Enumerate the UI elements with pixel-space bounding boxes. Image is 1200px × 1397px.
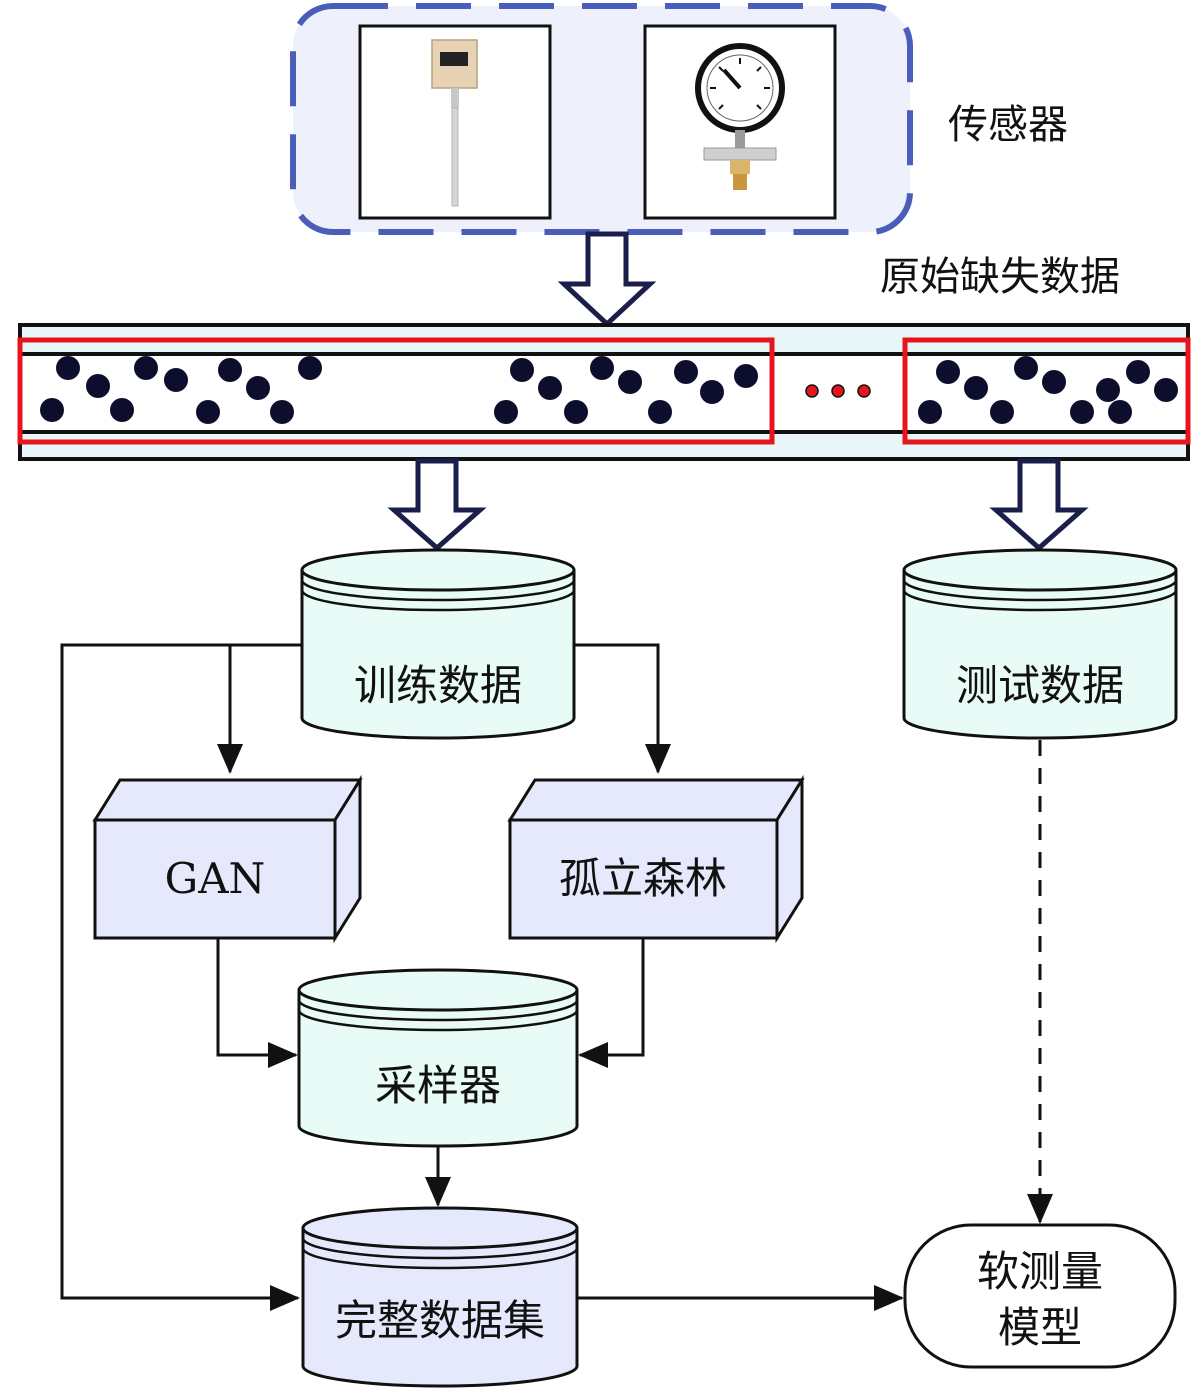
sensor-group: 传感器: [290, 3, 1068, 235]
data-point: [298, 356, 322, 380]
arrow-data-to-test: [989, 458, 1089, 552]
cylinder-ring: [902, 589, 1178, 612]
data-point: [56, 356, 80, 380]
isolation-forest-label: 孤立森林: [559, 854, 727, 903]
data-point: [1070, 400, 1094, 424]
cylinder-body: [301, 1228, 579, 1388]
train-data-cylinder: [300, 548, 576, 740]
arrow-data-to-train: [387, 458, 487, 552]
missing-data-points: [40, 356, 1178, 424]
data-point: [1096, 378, 1120, 402]
data-point: [618, 370, 642, 394]
data-point: [40, 398, 64, 422]
data-point: [1126, 360, 1150, 384]
cylinder-ring: [301, 1237, 579, 1260]
sensor-label: 传感器: [948, 102, 1068, 148]
cylinder-body: [300, 570, 576, 740]
data-point: [86, 374, 110, 398]
data-point: [734, 364, 758, 388]
soft-sensor-model-node: [903, 1223, 1177, 1369]
test-data-cylinder: [902, 548, 1178, 740]
data-point: [270, 400, 294, 424]
raw-data-strip: [17, 323, 1191, 461]
data-point: [1154, 378, 1178, 402]
complete-dataset-cylinder: [301, 1206, 579, 1388]
data-point: [538, 376, 562, 400]
data-point: [1014, 356, 1038, 380]
data-point: [590, 356, 614, 380]
data-point: [674, 360, 698, 384]
sampler-cylinder: [297, 968, 579, 1148]
arrow-sensor-to-data: [557, 231, 657, 328]
cylinder-ring: [297, 999, 579, 1022]
data-point: [218, 358, 242, 382]
data-point: [196, 400, 220, 424]
isolation-forest-box: [507, 774, 805, 944]
data-point: [918, 400, 942, 424]
cylinder-top: [297, 968, 579, 1012]
data-point: [964, 376, 988, 400]
data-point: [510, 358, 534, 382]
test-data-label: 测试数据: [956, 661, 1124, 710]
arrow-train-to-forest: [574, 643, 671, 774]
data-point: [110, 398, 134, 422]
data-point: [494, 400, 518, 424]
gan-label: GAN: [165, 854, 266, 903]
cylinder-top: [301, 1206, 579, 1250]
arrow-train-to-gan: [217, 643, 303, 774]
gan-box: [92, 774, 363, 944]
data-point: [648, 400, 672, 424]
arrow-train-bypass-to-complete: [60, 643, 303, 1311]
data-point: [246, 376, 270, 400]
cylinder-body: [902, 570, 1178, 740]
cylinder-top: [300, 548, 576, 592]
train-data-label: 训练数据: [354, 661, 522, 710]
temperature-probe-icon: [431, 39, 478, 207]
cylinder-ring: [300, 589, 576, 612]
data-point: [936, 360, 960, 384]
sampler-label: 采样器: [375, 1061, 501, 1110]
cylinder-ring: [300, 579, 576, 602]
soft-sensor-label-line1: 软测量: [977, 1247, 1103, 1296]
data-point: [700, 380, 724, 404]
data-point: [134, 356, 158, 380]
data-point: [1042, 370, 1066, 394]
test-window: [902, 337, 1191, 445]
arrow-forest-to-sampler: [578, 938, 645, 1068]
complete-dataset-label: 完整数据集: [335, 1296, 545, 1345]
pressure-gauge-icon: [695, 43, 785, 190]
arrow-gan-to-sampler: [216, 938, 298, 1068]
cylinder-ring: [301, 1247, 579, 1270]
ellipsis-icon: [805, 384, 871, 398]
cylinder-top: [902, 548, 1178, 592]
data-point: [564, 400, 588, 424]
data-point: [1108, 400, 1132, 424]
cylinder-ring: [902, 579, 1178, 602]
data-point: [164, 368, 188, 392]
soft-sensor-label-line2: 模型: [998, 1303, 1082, 1352]
cylinder-ring: [297, 1009, 579, 1032]
data-point: [990, 400, 1014, 424]
training-window: [17, 337, 775, 445]
raw-missing-data-label: 原始缺失数据: [880, 254, 1120, 300]
